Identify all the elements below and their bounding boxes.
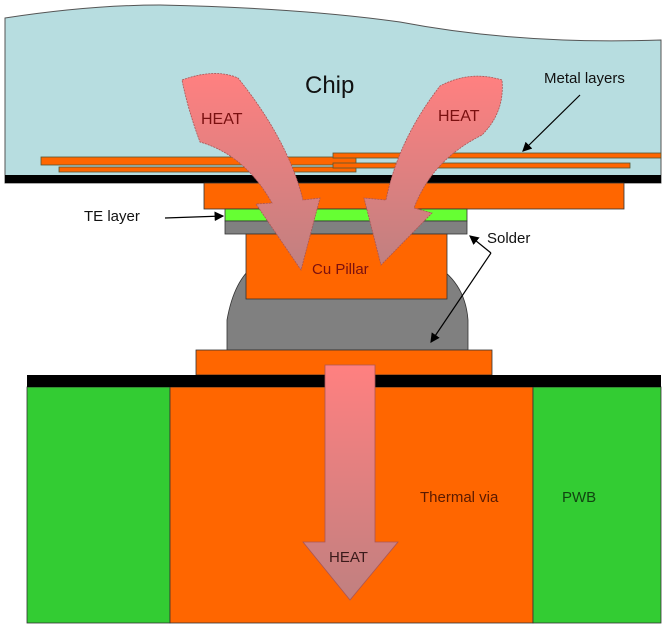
te-layer-label: TE layer bbox=[84, 208, 140, 225]
metal-layer bbox=[332, 162, 631, 169]
heat-down-label: HEAT bbox=[329, 549, 368, 566]
chip-label: Chip bbox=[305, 72, 354, 99]
heat-arrow-down bbox=[302, 364, 399, 601]
metal-layer bbox=[58, 166, 357, 173]
solder-label: Solder bbox=[487, 230, 530, 247]
heat-right-label: HEAT bbox=[438, 108, 480, 125]
chip-body bbox=[4, 4, 662, 184]
solder-pointer-lower bbox=[430, 252, 492, 343]
heat-left-label: HEAT bbox=[201, 111, 243, 128]
metal-layers-pointer bbox=[522, 94, 581, 152]
te-layer-pointer bbox=[164, 211, 225, 222]
metal-layers-label: Metal layers bbox=[544, 70, 625, 87]
heat-arrow-left bbox=[181, 73, 321, 271]
solder-pointer-upper bbox=[469, 235, 492, 254]
heat-arrow-right bbox=[363, 75, 503, 266]
metal-layer bbox=[332, 152, 662, 159]
pwb-label: PWB bbox=[562, 489, 596, 506]
cu-pillar bbox=[245, 233, 448, 300]
solder-layer bbox=[224, 220, 468, 235]
pwb-right bbox=[532, 386, 662, 624]
metal-layer bbox=[40, 156, 357, 166]
cu-pillar-label: Cu Pillar bbox=[312, 261, 369, 278]
thermal-via-label: Thermal via bbox=[420, 489, 499, 506]
pwb-left bbox=[26, 386, 171, 624]
chip-bond-line bbox=[5, 175, 661, 183]
